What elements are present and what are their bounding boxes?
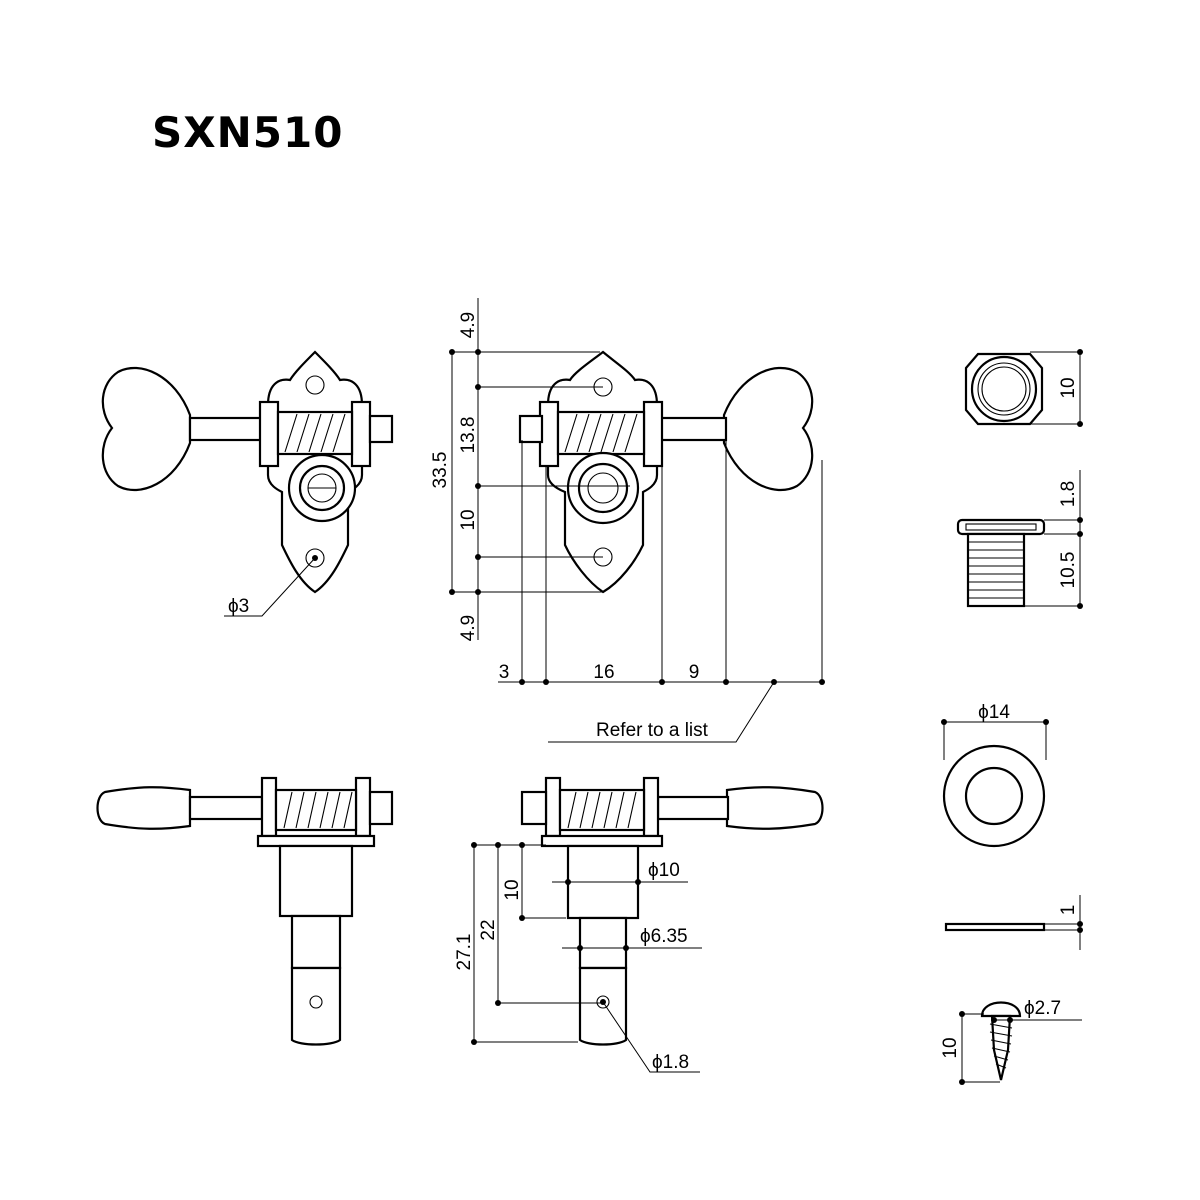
hex-nut	[964, 352, 1044, 426]
dim-screw: 10 ϕ2.7	[940, 998, 1082, 1085]
diagram-title: SXN510	[152, 108, 344, 157]
dim-side: 27.1 22 10 ϕ10 ϕ6.35 ϕ1.8	[454, 842, 702, 1073]
dim-nut: 10	[1030, 349, 1083, 427]
dim-nut-label: 10	[1058, 377, 1079, 398]
dim-side-bushing-dia-label: ϕ10	[648, 860, 680, 881]
button-side-left	[96, 786, 192, 830]
side-view-main	[520, 776, 824, 1046]
dim-washer: ϕ14 1	[941, 702, 1083, 950]
dim-front-vertical: 4.9 13.8 33.5 10 4.9	[430, 298, 603, 641]
butterfly-button-left	[101, 367, 192, 491]
dim-width-b-label: 16	[593, 662, 614, 683]
dim-side-overall-label: 27.1	[454, 934, 475, 971]
dim-side-bushing-label: 10	[502, 879, 523, 900]
wood-screw	[980, 1001, 1022, 1081]
shaft-main	[654, 416, 728, 442]
dim-width-a-label: 3	[499, 662, 510, 683]
dim-top-label: 4.9	[458, 312, 479, 338]
dim-left-hole: ϕ3	[224, 557, 316, 617]
bushing	[956, 518, 1046, 608]
dim-front-horizontal: 3 16 9 Refer to a list	[498, 440, 825, 743]
dim-string-hole-label: 10	[458, 509, 479, 530]
dim-side-hole-label: 22	[478, 919, 499, 940]
dim-bushing: 1.8 10.5	[1024, 470, 1083, 609]
dim-washer-thickness-label: 1	[1058, 905, 1079, 916]
washer	[942, 744, 1046, 932]
dim-width-c-label: 9	[689, 662, 700, 683]
button-side-main	[725, 786, 824, 830]
dim-bushing-flange-label: 1.8	[1058, 481, 1079, 507]
dim-overall-height-label: 33.5	[430, 452, 451, 489]
dim-screw-head-label: ϕ2.7	[1024, 998, 1061, 1019]
button-note-label: Refer to a list	[596, 720, 709, 741]
dim-side-post-dia-label: ϕ6.35	[640, 926, 688, 947]
dim-washer-dia-label: ϕ14	[978, 702, 1010, 723]
dim-hole-string-label: 13.8	[458, 417, 479, 454]
dim-bottom-label: 4.9	[458, 615, 479, 641]
butterfly-button-main	[722, 367, 814, 491]
side-view-left	[96, 776, 394, 1046]
dim-bushing-length-label: 10.5	[1058, 552, 1079, 589]
dim-left-hole-label: ϕ3	[228, 596, 249, 617]
front-view-main	[518, 350, 814, 594]
front-view-left	[101, 350, 394, 594]
shaft-left	[188, 416, 264, 442]
dim-side-string-hole-label: ϕ1.8	[652, 1052, 689, 1073]
dim-screw-length-label: 10	[940, 1037, 961, 1058]
